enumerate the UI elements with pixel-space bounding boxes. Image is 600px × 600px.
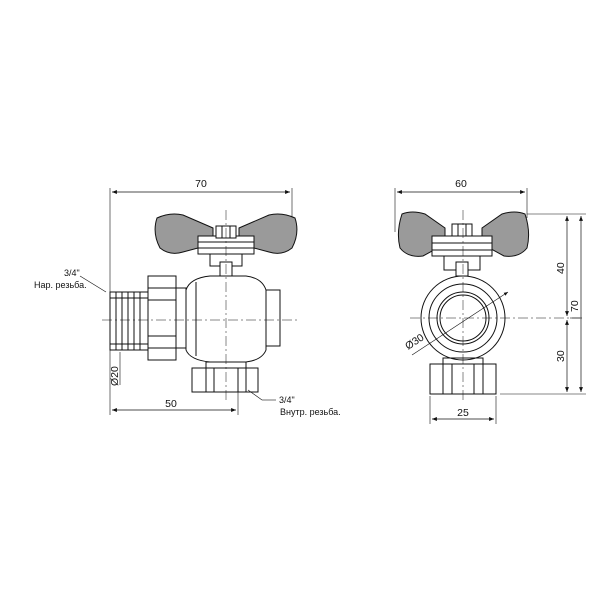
right-view [394, 188, 586, 424]
inner-thread-size: 3/4" [279, 395, 295, 405]
outer-thread-label: Нар. резьба. [34, 280, 87, 290]
outer-thread-size: 3/4" [64, 268, 80, 278]
butterfly-handle-front [397, 211, 530, 277]
dim-60: 60 [455, 178, 467, 190]
dim-diam-30: Ø30 [403, 332, 426, 353]
left-view [79, 188, 300, 415]
dim-diam-20: Ø20 [109, 366, 121, 386]
dim-70-left: 70 [195, 178, 207, 190]
dim-25: 25 [457, 407, 469, 419]
female-outlet [191, 361, 259, 393]
dim-40: 40 [555, 262, 567, 274]
dim-50: 50 [165, 398, 177, 410]
union-nut [147, 275, 187, 361]
dim-70-right: 70 [569, 300, 581, 312]
male-thread [109, 291, 149, 351]
valve-body [185, 275, 281, 363]
dim-30: 30 [555, 350, 567, 362]
butterfly-handle [154, 213, 298, 277]
inner-thread-label: Внутр. резьба. [280, 407, 341, 417]
